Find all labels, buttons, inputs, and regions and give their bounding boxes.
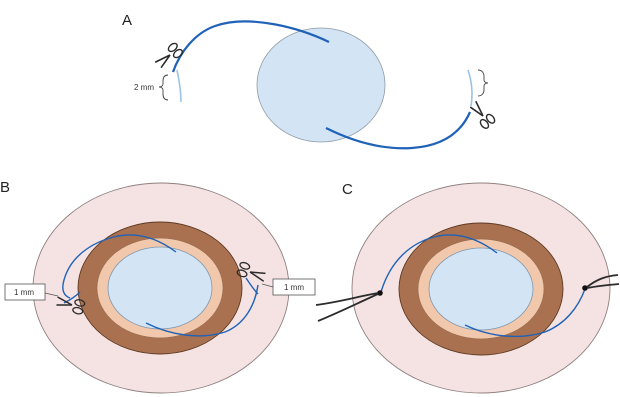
panel-b-letter: B bbox=[0, 179, 10, 196]
panel-b: B 1 mm 1 mm bbox=[0, 179, 315, 393]
suture-tail-right bbox=[468, 70, 472, 106]
scissors-icon bbox=[153, 42, 184, 71]
corneal-button bbox=[257, 28, 385, 142]
corneal-graft bbox=[108, 247, 212, 329]
panel-a: A 2 mm bbox=[122, 12, 496, 148]
dimension-label-left: 1 mm bbox=[14, 288, 34, 297]
panel-a-letter: A bbox=[122, 12, 132, 29]
dimension-label-right: 1 mm bbox=[284, 283, 304, 292]
panel-c: C bbox=[316, 181, 619, 393]
dimension-label-2mm: 2 mm bbox=[134, 83, 154, 92]
corneal-graft bbox=[429, 248, 533, 330]
brace-icon bbox=[478, 70, 488, 96]
brace-icon bbox=[159, 75, 168, 100]
panel-c-letter: C bbox=[342, 181, 353, 198]
suture-tail-left bbox=[177, 70, 181, 102]
